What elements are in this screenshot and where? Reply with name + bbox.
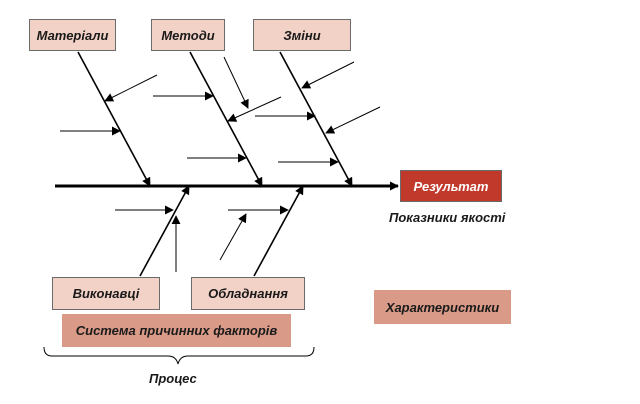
cause-box-materials: Матеріали (29, 19, 116, 51)
process-label: Процес (149, 371, 197, 386)
cause-box-methods: Методи (151, 19, 225, 51)
sub-arrow (227, 96, 282, 122)
sub-arrow (219, 213, 247, 261)
cause-box-changes: Зміни (253, 19, 351, 51)
cause-box-equipment: Обладнання (191, 277, 305, 310)
sub-arrow (223, 56, 249, 109)
bone-methods (189, 51, 263, 187)
cause-box-performers: Виконавці (52, 277, 160, 310)
sub-arrow (104, 74, 158, 102)
sub-arrow (325, 106, 381, 134)
result-caption: Показники якості (389, 210, 506, 225)
bone-performers (139, 185, 190, 277)
bone-materials (77, 51, 151, 187)
sub-arrow (301, 61, 355, 89)
system-factors-label: Система причинних факторів (62, 314, 291, 347)
bone-changes (279, 51, 353, 187)
bone-equipment (253, 185, 304, 277)
characteristics-box: Характеристики (374, 290, 511, 324)
result-box: Результат (400, 170, 502, 202)
process-brace (43, 346, 315, 365)
